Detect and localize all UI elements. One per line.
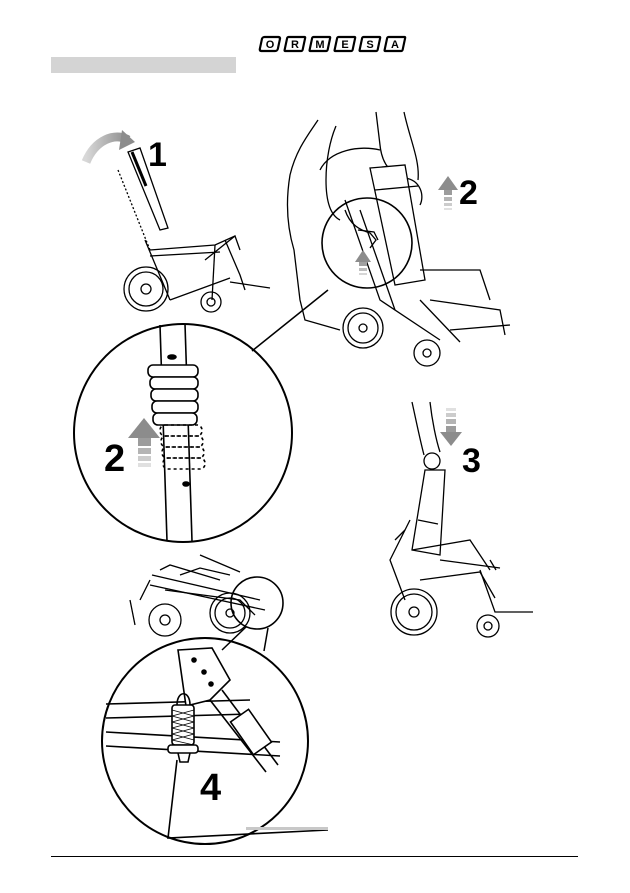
fold-push-icon [390,402,533,637]
step-2-number-top: 2 [459,174,478,212]
pointer-grey-mark [246,827,328,830]
stroller-recline-icon [86,130,270,312]
zoom-connector-line-2 [222,627,246,650]
push-down-arrow-icon [440,408,462,446]
zoom-connector-line [252,290,328,351]
step-2-number-zoom: 2 [104,438,125,480]
hands-release-icon [287,112,510,366]
push-up-arrow-icon [128,418,160,467]
step-3-number: 3 [462,442,481,480]
step-1-number: 1 [148,136,167,174]
footer-rule [51,856,578,857]
zoom-latch-detail-icon [102,638,328,844]
zoom-lock-detail-icon [74,324,292,542]
step-4-number: 4 [200,767,221,809]
folded-stroller-icon [130,555,283,636]
